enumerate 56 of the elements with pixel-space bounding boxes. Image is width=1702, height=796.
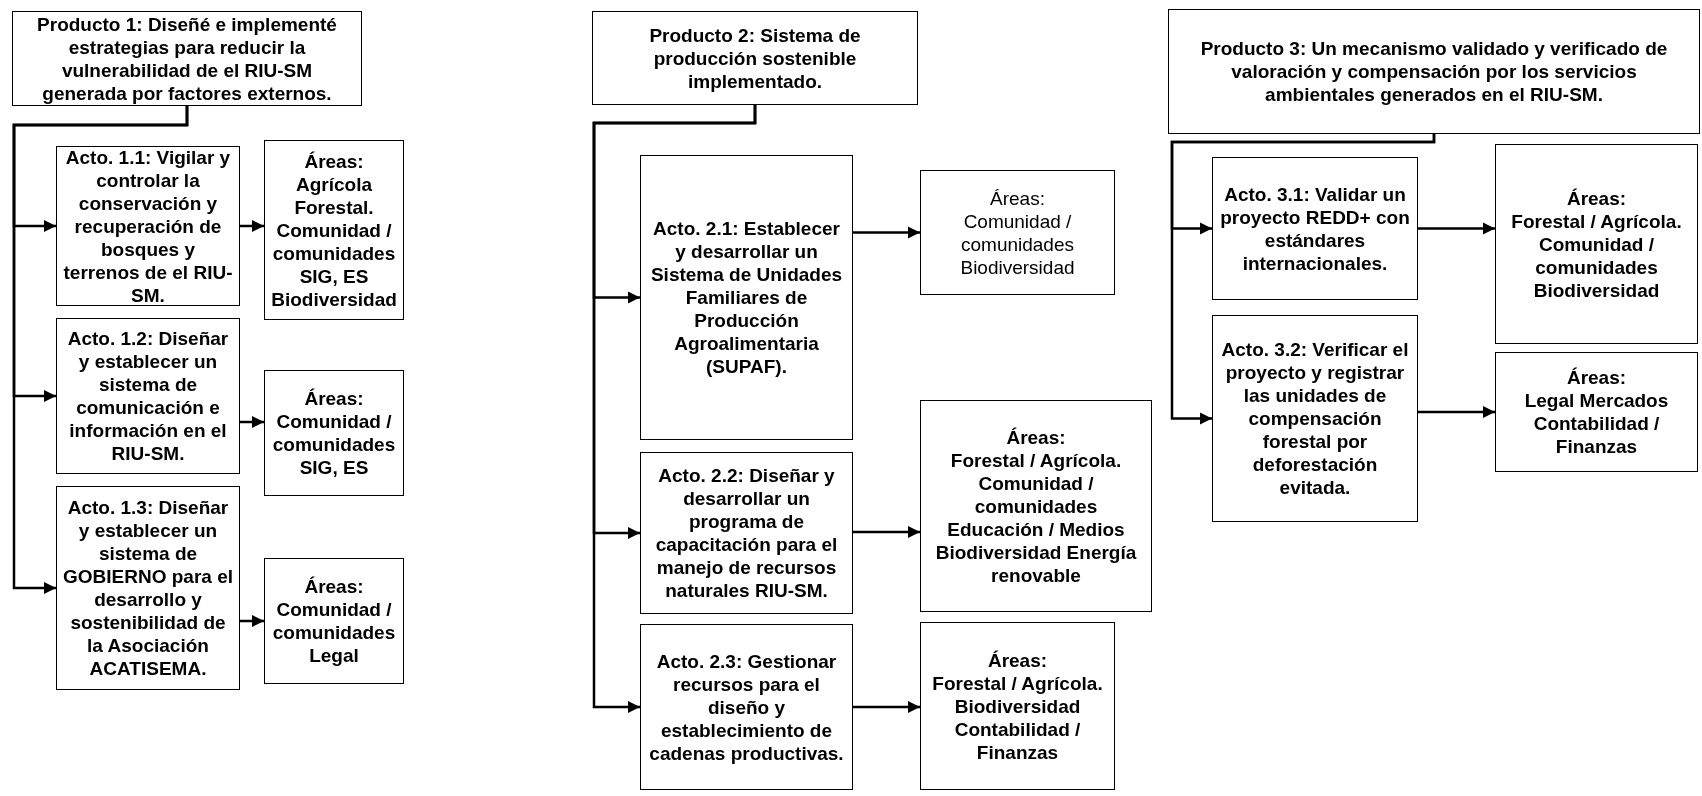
box-text: Forestal / Agrícola. Comunidad / comunidades Educación / Medios Biodiversidad Energía renovable [934,448,1138,587]
box-text: Forestal / Agrícola. Comunidad / comunidades Biodiversidad [1510,209,1683,302]
process-box [1495,144,1698,344]
box-heading: Áreas: [990,186,1045,210]
box-heading: Áreas: [304,575,364,598]
box-heading: Áreas: [1566,366,1627,389]
process-box [1212,157,1418,300]
box-heading: Áreas: [1566,186,1627,210]
process-box [640,155,853,440]
process-box [264,558,404,684]
box-text: Acto. 2.1: Establecer y desarrollar un Sistema de Unidades Familiares de Producción Agroalimentaria (SUPAF). [649,217,844,378]
box-text: Producto 2: Sistema de producción sostenible implementado. [648,23,862,93]
process-box [920,400,1152,612]
process-box [264,370,404,496]
box-text: Producto 1: Diseñé e implementé estrategias para reducir la vulnerabilidad de el RIU-SM generada por factores externos. [36,12,338,105]
box-heading: Áreas: [1006,425,1066,449]
arrow [1418,405,1495,419]
arrow [853,226,920,239]
arrow [1170,134,1436,425]
box-text: Acto. 3.2: Verificar el proyecto y registrar las unidades de compensación forestal por deforestación evitada. [1220,338,1410,499]
process-box [640,624,853,790]
arrow [1418,222,1495,235]
box-text: Comunidad / comunidades Biodiversidad [959,209,1076,279]
box-heading: Áreas: [304,149,364,173]
arrow [12,106,189,595]
arrow [853,700,920,714]
box-text: Producto 3: Un mecanismo validado y verificado de valoración y compensación por los servicios ambientales generados en el RIU-SM. [1199,37,1669,106]
box-text: Comunidad / comunidades SIG, ES [271,410,397,479]
arrow [240,614,264,628]
box-text: Forestal / Agrícola. Biodiversidad Contabilidad / Finanzas [931,671,1104,764]
process-box [1495,352,1698,472]
box-text: Acto. 1.2: Diseñar y establecer un sistema de comunicación e información en el RIU-SM. [66,327,230,465]
process-box [640,452,853,614]
box-text: Acto. 1.1: Vigilar y controlar la conservación y recuperación de bosques y terrenos de el RIU-SM. [63,145,233,307]
process-box [1212,315,1418,522]
process-box [920,170,1115,295]
box-text: Comunidad / comunidades Legal [271,598,397,667]
box-text: Agrícola Forestal. Comunidad / comunidades SIG, ES Biodiversidad [271,172,397,311]
arrow [240,415,264,429]
process-box [264,140,404,320]
process-box [1168,9,1700,134]
box-text: Acto. 2.3: Gestionar recursos para el diseño y establecimiento de cadenas productivas. [648,649,845,765]
box-heading: Áreas: [304,387,364,410]
process-box [56,486,240,690]
process-box [56,318,240,474]
box-text: Acto. 1.3: Diseñar y establecer un sistema de GOBIERNO para el desarrollo y sostenibilidad de la Asociación ACATISEMA. [63,496,233,680]
arrow [853,525,920,539]
arrow [592,105,757,714]
process-box [592,11,918,105]
box-text: Legal Mercados Contabilidad / Finanzas [1523,389,1670,458]
process-box [12,11,362,106]
box-text: Acto. 2.2: Diseñar y desarrollar un programa de capacitación para el manejo de recursos naturales RIU-SM. [654,464,839,602]
box-heading: Áreas: [987,648,1048,672]
arrow [240,219,264,233]
process-box [920,622,1115,790]
box-text: Acto. 3.1: Validar un proyecto REDD+ con estándares internacionales. [1219,182,1411,275]
